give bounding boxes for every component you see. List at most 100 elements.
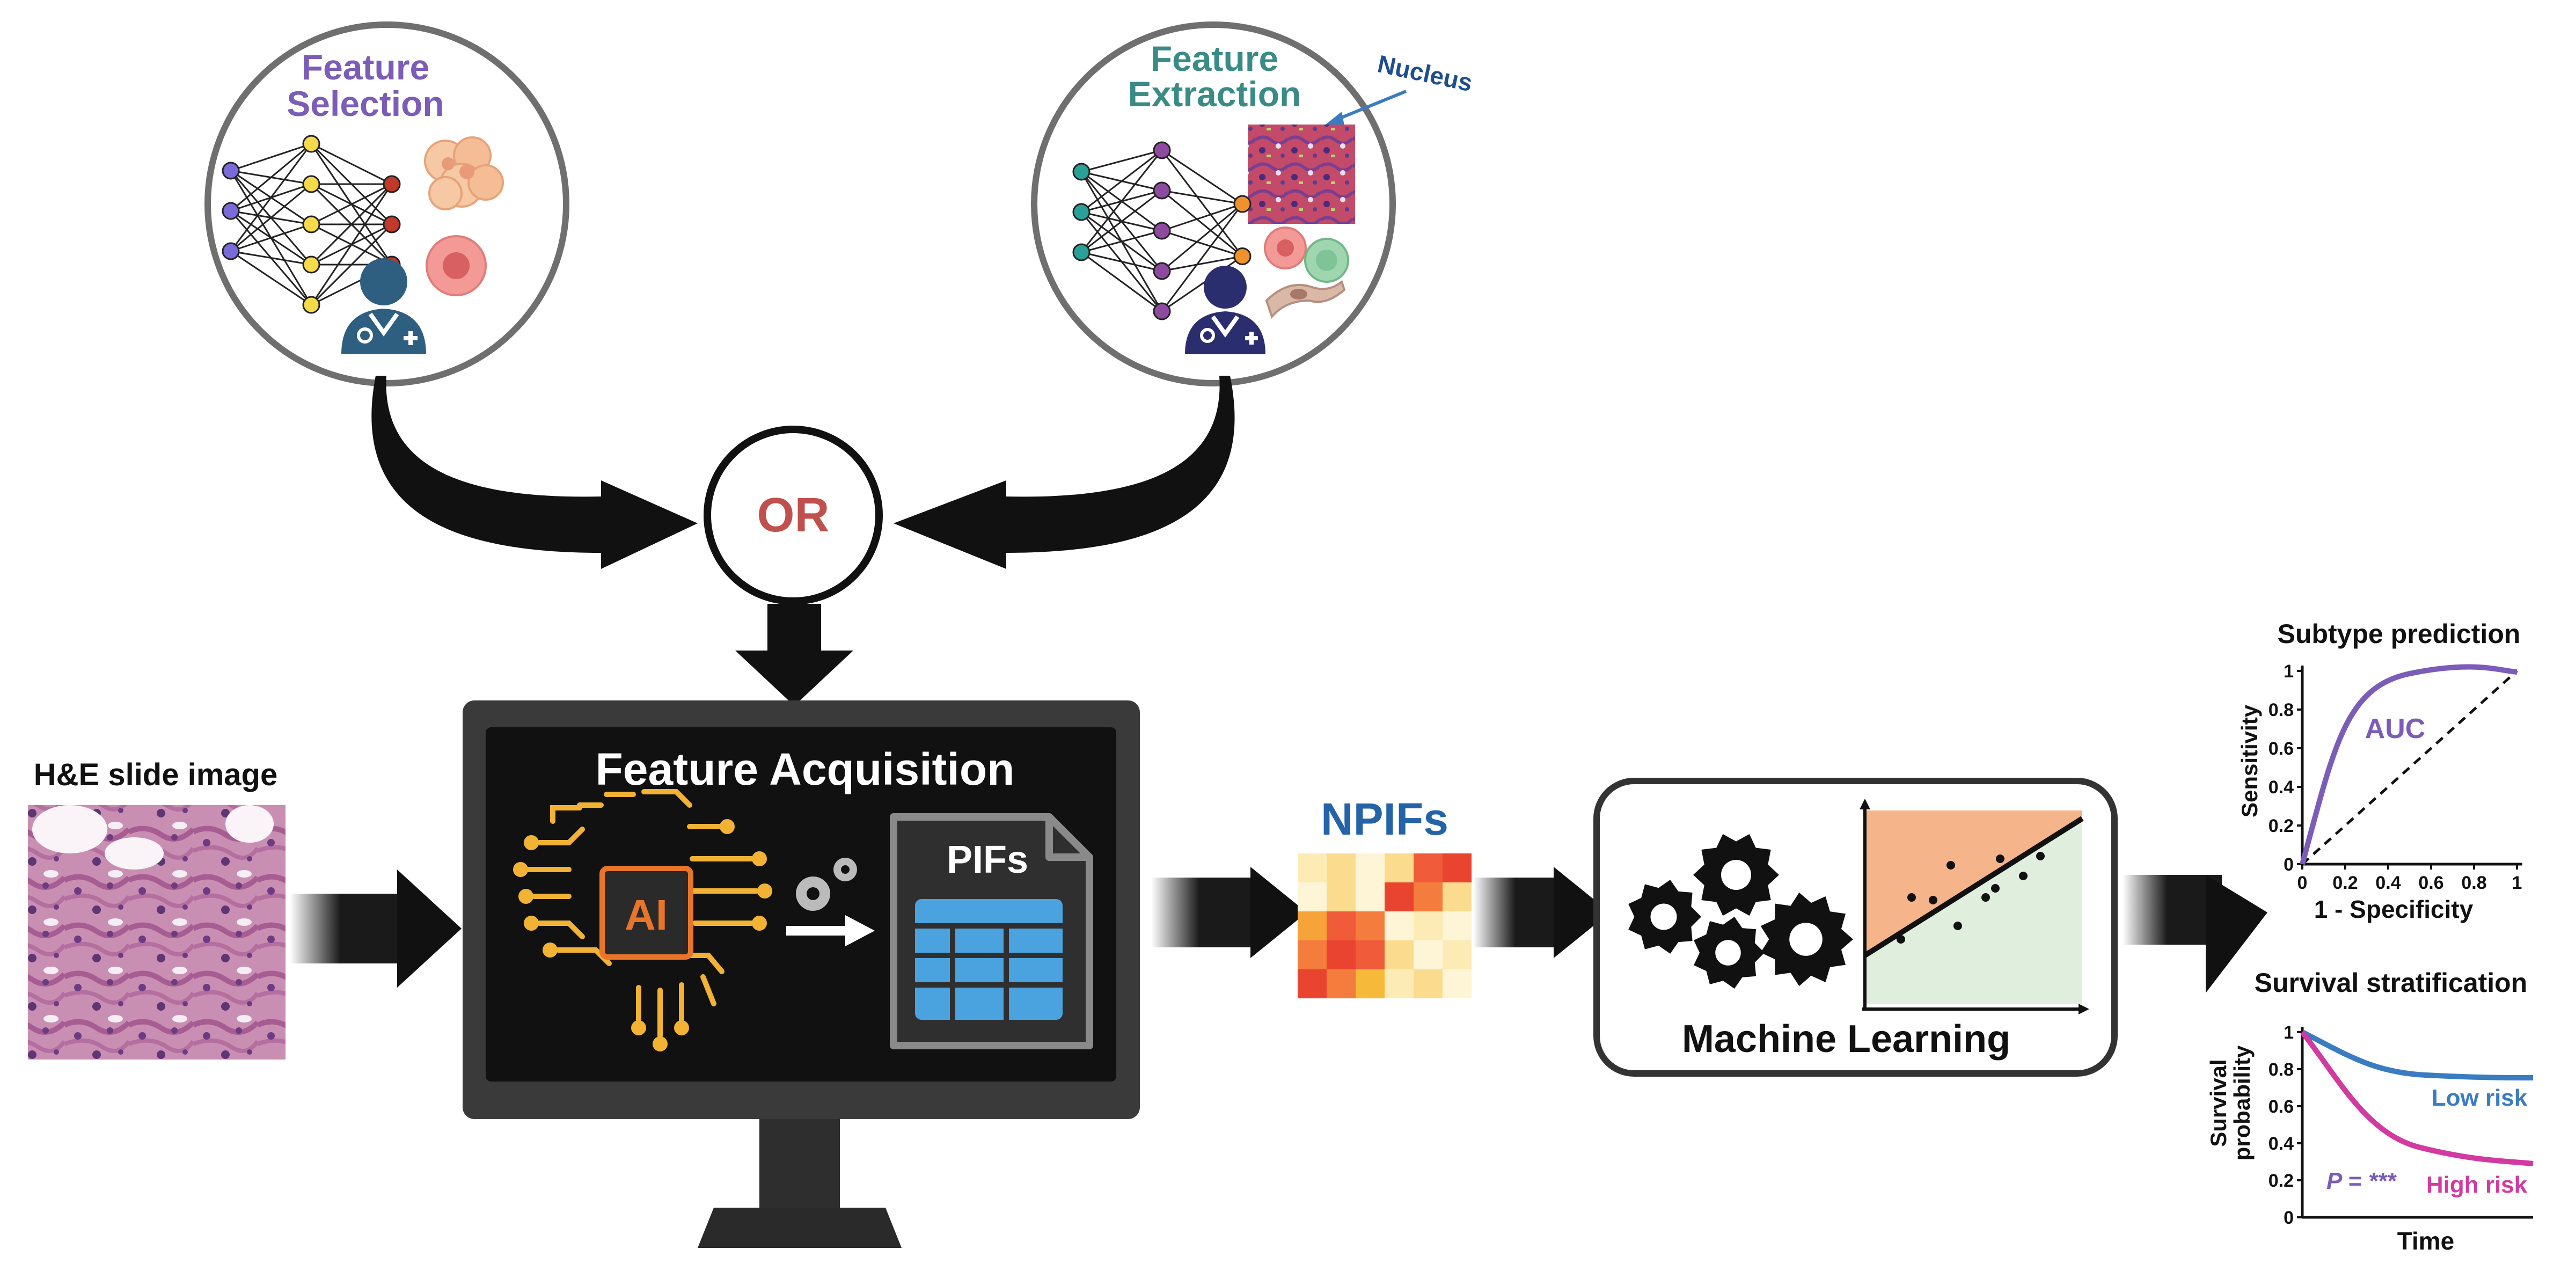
- or-label: OR: [757, 488, 830, 542]
- pifs-label: PIFs: [947, 838, 1028, 881]
- doctor-icon: [1185, 266, 1265, 354]
- scatter-point: [1907, 893, 1916, 902]
- arrow-he-to-monitor: [290, 870, 462, 988]
- nn-node: [302, 135, 320, 153]
- subtype-chart-title: Subtype prediction: [2278, 619, 2521, 649]
- survival-chart-ylabel-line1: Survival: [2206, 1059, 2231, 1146]
- nn-node: [1153, 181, 1171, 200]
- he-vacuole: [105, 837, 164, 870]
- heatmap-cell: [1327, 969, 1356, 998]
- scatter-point: [1996, 854, 2004, 863]
- roc-x-tick: 0: [2297, 873, 2308, 893]
- ai-brain-icon: [513, 789, 772, 1051]
- heatmap-cell: [1298, 853, 1327, 882]
- nn-node: [383, 175, 401, 193]
- curved-arrow-left: [371, 376, 698, 569]
- heatmap-cell: [1298, 940, 1327, 969]
- heatmap-cell: [1414, 940, 1443, 969]
- scatter-point: [2019, 872, 2028, 880]
- surv-y-tick: 0: [2284, 1208, 2294, 1228]
- feature-extraction-panel: Feature Extraction Nucleus: [1031, 21, 1475, 386]
- nn-node: [302, 255, 320, 274]
- roc-curve: [2300, 664, 2518, 865]
- nn-node: [222, 202, 240, 220]
- machine-learning-panel: Machine Learning: [1593, 778, 2118, 1077]
- ai-chip: [599, 866, 693, 960]
- nucleus-pointer-head: [1326, 112, 1344, 126]
- subtype-prediction-chart: Subtype prediction Sensitivity 1 - Speci…: [2237, 619, 2522, 923]
- heatmap-cell: [1414, 911, 1443, 940]
- low-risk-label: Low risk: [2432, 1085, 2528, 1111]
- roc-x-tick: 0.8: [2461, 873, 2486, 893]
- heatmap-cell: [1356, 911, 1385, 940]
- feature-selection-title-line1: Feature: [302, 47, 429, 87]
- nn-node: [302, 296, 320, 314]
- roc-y-tick: 0.6: [2268, 739, 2294, 759]
- surv-y-tick: 0.2: [2268, 1171, 2294, 1191]
- nn-node: [1233, 247, 1252, 265]
- heatmap-cell: [1298, 969, 1327, 998]
- heatmap-cell: [1414, 882, 1443, 911]
- cell-group-icon: [1264, 227, 1349, 319]
- heatmap-cell: [1385, 969, 1414, 998]
- monitor: Feature Acquisition AI: [463, 700, 1140, 1248]
- surv-y-tick: 1: [2284, 1022, 2294, 1043]
- nn-node: [302, 175, 320, 193]
- scatter-point: [1981, 893, 1990, 902]
- feature-selection-title-line2: Selection: [287, 84, 444, 123]
- nn-node: [302, 215, 320, 233]
- machine-learning-label: Machine Learning: [1682, 1018, 2010, 1061]
- ai-label: AI: [625, 891, 668, 939]
- nn-node: [1153, 262, 1171, 280]
- he-vacuole: [225, 805, 274, 843]
- doctor-icon: [341, 258, 426, 354]
- feature-selection-circle: [204, 21, 569, 386]
- high-risk-label: High risk: [2426, 1172, 2528, 1198]
- nn-node: [222, 162, 240, 180]
- nn-node: [222, 242, 240, 260]
- heatmap-cell: [1385, 853, 1414, 882]
- heatmap-cell: [1385, 911, 1414, 940]
- roc-y-tick: 0.4: [2268, 777, 2294, 798]
- or-node: OR: [704, 426, 883, 605]
- scatter-point: [2036, 852, 2045, 860]
- npifs-heatmap: [1298, 853, 1472, 998]
- roc-y-tick: 0.8: [2268, 700, 2294, 720]
- subtype-chart-ylabel: Sensitivity: [2237, 704, 2262, 817]
- nn-node: [1153, 302, 1171, 320]
- cell-cluster-icon: [424, 136, 504, 210]
- npifs-label: NPIFs: [1321, 794, 1448, 844]
- feature-selection-panel: Feature Selection: [204, 21, 569, 386]
- heatmap-cell: [1327, 882, 1356, 911]
- surv-y-tick: 0.4: [2268, 1134, 2294, 1154]
- nn-node: [1072, 163, 1091, 181]
- arrow-ml-to-results: [2123, 875, 2267, 993]
- heatmap-cell: [1356, 853, 1385, 882]
- nn-node: [1233, 195, 1252, 213]
- nn-node: [1072, 203, 1091, 221]
- scatter-point: [1991, 884, 2000, 893]
- ml-scatter-points: [1897, 852, 2045, 944]
- down-arrow: [735, 604, 853, 706]
- heatmap-cell: [1385, 882, 1414, 911]
- monitor-neck: [759, 1119, 840, 1208]
- arrow-monitor-to-npifs: [1151, 867, 1307, 958]
- auc-label: AUC: [2365, 713, 2426, 744]
- surv-y-tick: 0.8: [2268, 1060, 2294, 1080]
- subtype-chart-xlabel: 1 - Specificity: [2314, 895, 2473, 923]
- curved-arrow-right: [894, 376, 1235, 569]
- ml-region-green: [1865, 819, 2082, 1004]
- heatmap-cell: [1414, 853, 1443, 882]
- heatmap-cell: [1298, 882, 1327, 911]
- heatmap-cell: [1327, 940, 1356, 969]
- heatmap-cell: [1414, 969, 1443, 998]
- nucleus-pointer-arrow: [1333, 90, 1407, 122]
- scatter-point: [1897, 935, 1905, 944]
- monitor-stand: [698, 1208, 902, 1248]
- heatmap-cell: [1356, 882, 1385, 911]
- low-risk-curve: [2301, 1029, 2534, 1080]
- gears-icon: [1628, 834, 1853, 989]
- he-slide-panel: H&E slide image: [28, 757, 286, 1060]
- roc-x-tick: 0.2: [2332, 873, 2358, 893]
